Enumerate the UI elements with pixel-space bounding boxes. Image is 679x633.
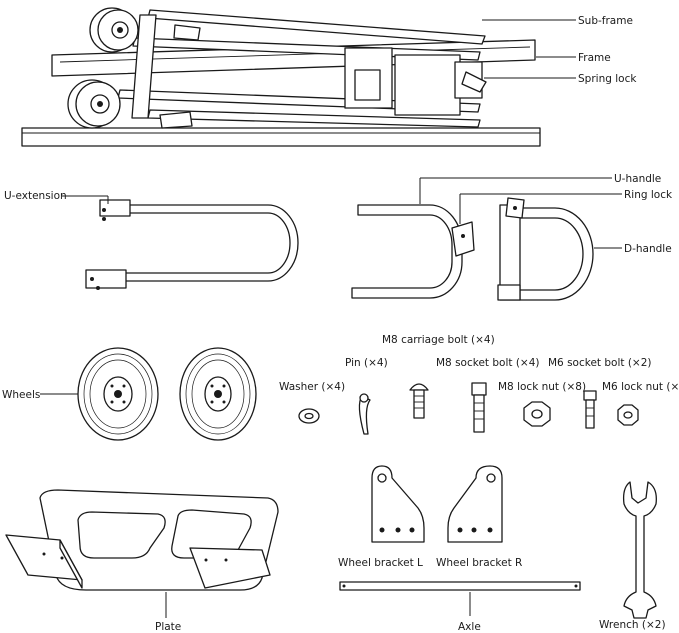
label-d-handle: D-handle bbox=[624, 243, 672, 255]
label-spring-lock: Spring lock bbox=[578, 73, 637, 85]
label-ring-lock: Ring lock bbox=[624, 189, 673, 201]
wheels bbox=[77, 347, 257, 441]
plate bbox=[5, 489, 279, 591]
label-sub-frame: Sub-frame bbox=[578, 15, 633, 27]
label-wheels: Wheels bbox=[2, 389, 40, 401]
washer bbox=[298, 408, 320, 424]
m8-socket-bolt bbox=[471, 382, 487, 433]
label-pin: Pin (×4) bbox=[345, 357, 388, 369]
label-u-extension: U-extension bbox=[4, 190, 67, 202]
wrench bbox=[622, 481, 657, 619]
u-handle bbox=[351, 204, 475, 299]
label-u-handle: U-handle bbox=[614, 173, 661, 185]
label-m6-lock-nut: M6 lock nut (×2) bbox=[602, 381, 679, 393]
folded-hand-truck bbox=[21, 7, 541, 147]
label-m8-lock-nut: M8 lock nut (×8) bbox=[498, 381, 586, 393]
axle bbox=[339, 581, 581, 591]
wheel-bracket-l bbox=[371, 465, 425, 543]
d-handle bbox=[497, 197, 594, 301]
label-wheel-bracket-r: Wheel bracket R bbox=[436, 557, 522, 569]
pin bbox=[358, 393, 371, 435]
m8-carriage-bolt bbox=[409, 383, 429, 419]
m6-socket-bolt bbox=[583, 390, 597, 429]
label-wheel-bracket-l: Wheel bracket L bbox=[338, 557, 423, 569]
u-extension bbox=[85, 199, 299, 290]
label-wrench: Wrench (×2) bbox=[599, 619, 666, 631]
label-axle: Axle bbox=[458, 621, 481, 633]
label-frame: Frame bbox=[578, 52, 611, 64]
label-plate: Plate bbox=[155, 621, 181, 633]
label-washer: Washer (×4) bbox=[279, 381, 345, 393]
wheel-bracket-r bbox=[447, 465, 503, 543]
m8-lock-nut bbox=[523, 401, 551, 427]
label-m6-socket-bolt: M6 socket bolt (×2) bbox=[548, 357, 652, 369]
label-m8-socket-bolt: M8 socket bolt (×4) bbox=[436, 357, 540, 369]
m6-lock-nut bbox=[617, 404, 639, 426]
label-m8-carriage-bolt: M8 carriage bolt (×4) bbox=[382, 334, 495, 346]
